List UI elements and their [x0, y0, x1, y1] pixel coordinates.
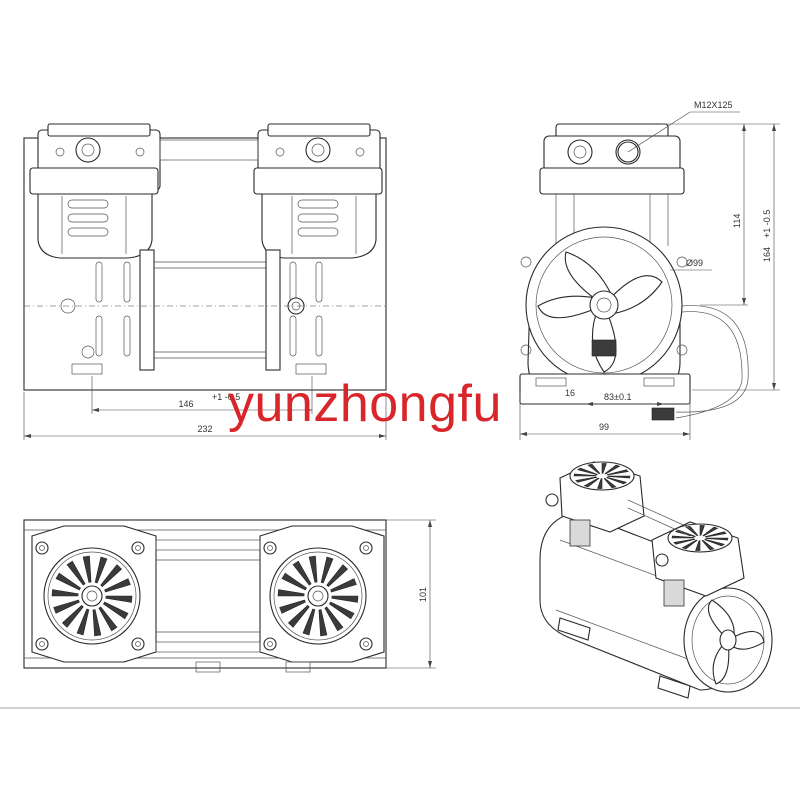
front-right-head	[253, 123, 383, 259]
fan-fin	[277, 589, 305, 597]
fan-fin	[320, 556, 334, 584]
fan-fin	[597, 478, 603, 489]
front-left-head	[29, 123, 161, 259]
fan-fin	[94, 556, 108, 584]
fan-fin	[330, 578, 357, 593]
dim-m12: M12X125	[694, 100, 733, 110]
front-view	[23, 123, 387, 391]
top-left-fan	[51, 555, 133, 637]
fan-fin	[318, 609, 328, 637]
iso-fan-2	[671, 525, 729, 551]
fan-fin	[702, 526, 719, 537]
fan-fin	[695, 540, 701, 551]
dim-99: 99	[599, 422, 609, 432]
fan-fin	[701, 540, 715, 551]
fan-fin	[607, 475, 631, 479]
iso-fan-1	[573, 463, 631, 489]
fan-fin	[66, 560, 86, 586]
fan-fin	[100, 564, 123, 587]
fan-fin	[331, 595, 359, 603]
fan-fin	[681, 539, 698, 550]
fan-fin	[292, 560, 312, 586]
side-view: M12X125 Ø99	[519, 100, 749, 421]
fan-fin	[103, 601, 129, 620]
fan-fin	[685, 525, 699, 536]
fan-fin	[82, 555, 92, 583]
dim-164: 164	[762, 247, 772, 262]
fan-fin	[329, 601, 355, 620]
fan-fin	[326, 564, 349, 587]
dim-114: 114	[732, 214, 742, 228]
fan-fin	[281, 572, 307, 591]
fan-fin	[279, 599, 306, 614]
side-view-dimensions: 114 164 +1 -0.5 99 83±0.1 16	[519, 123, 780, 440]
dim-83: 83±0.1	[604, 392, 631, 402]
fan-fin	[587, 463, 601, 474]
top-right-head	[259, 525, 385, 663]
top-view	[23, 519, 387, 673]
top-left-head	[31, 525, 157, 663]
dim-16: 16	[565, 388, 575, 398]
fan-fin	[324, 606, 344, 632]
dim-164-tol: +1 -0.5	[762, 210, 772, 238]
fan-fin	[76, 608, 90, 636]
fan-fin	[601, 463, 607, 474]
dim-101: 101	[418, 587, 428, 602]
fan-fin	[704, 531, 727, 538]
fan-fin	[705, 537, 729, 541]
fan-fin	[92, 609, 102, 637]
dim-232: 232	[197, 424, 212, 434]
front-view-dimensions: 146 +1 -0.5 232	[23, 376, 387, 440]
fan-fin	[604, 464, 621, 475]
fan-fin	[55, 572, 81, 591]
isometric-view	[539, 461, 773, 699]
fan-fin	[703, 539, 725, 547]
fan-fin	[699, 525, 705, 536]
fan-fin	[575, 476, 598, 483]
fan-fin	[577, 467, 599, 475]
dim-146: 146	[178, 399, 193, 409]
fan-fin	[287, 605, 310, 628]
top-right-fan	[277, 555, 359, 637]
dim-146-tol: +1 -0.5	[212, 392, 240, 402]
fan-fin	[671, 535, 695, 539]
fan-fin	[606, 469, 629, 476]
fan-fin	[51, 589, 79, 597]
fan-fin	[53, 599, 80, 614]
fan-fin	[104, 578, 131, 593]
fan-fin	[98, 606, 118, 632]
fan-fin	[61, 605, 84, 628]
fan-fin	[308, 555, 318, 583]
top-view-dimensions: 101	[386, 519, 436, 669]
fan-fin	[573, 473, 597, 477]
side-fan	[537, 251, 663, 373]
watermark-text: yunzhongfu	[228, 375, 502, 433]
fan-fin	[605, 477, 627, 485]
fan-fin	[603, 478, 617, 489]
fan-fin	[673, 538, 696, 545]
dim-phi99: Ø99	[686, 258, 703, 268]
fan-fin	[105, 595, 133, 603]
fan-fin	[302, 608, 316, 636]
fan-fin	[583, 477, 600, 488]
